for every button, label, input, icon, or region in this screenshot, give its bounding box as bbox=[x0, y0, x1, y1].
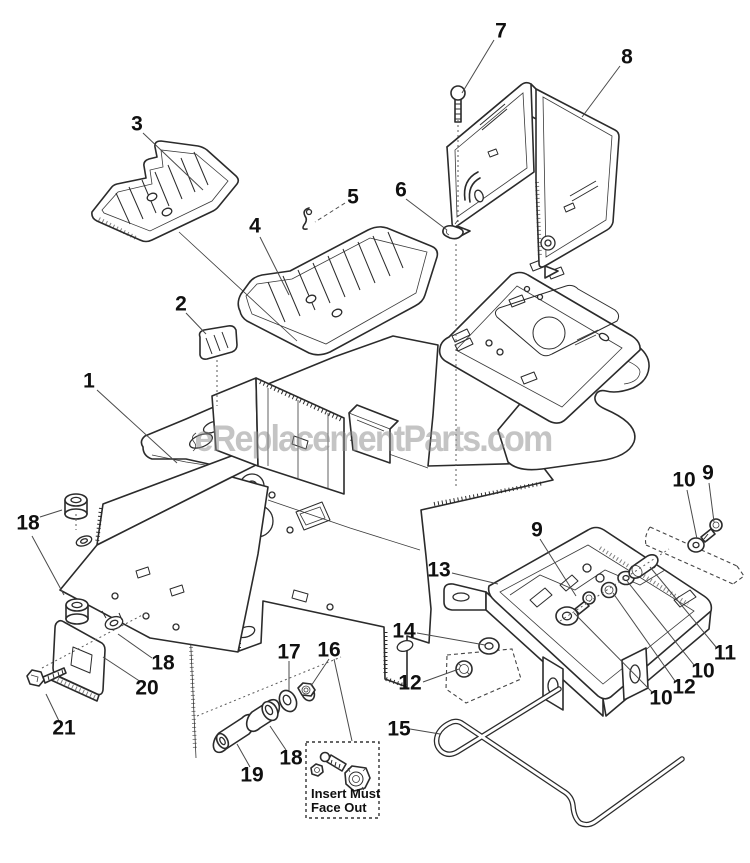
callout-20: 20 bbox=[135, 677, 158, 700]
callout-10b: 10 bbox=[691, 660, 714, 683]
part-bolt-21 bbox=[26, 667, 67, 687]
part-bushing-18 bbox=[245, 698, 281, 733]
hardware-top-right bbox=[644, 518, 745, 585]
callout-12b: 12 bbox=[672, 676, 695, 699]
callout-1: 1 bbox=[83, 370, 95, 393]
callout-labels: 7 8 3 5 6 4 2 1 18 10 9 9 13 14 12 18 20… bbox=[16, 20, 736, 787]
part-clip-5 bbox=[302, 207, 313, 230]
callout-8: 8 bbox=[621, 46, 633, 69]
callout-5: 5 bbox=[347, 186, 359, 209]
callout-2: 2 bbox=[175, 293, 187, 316]
callout-4: 4 bbox=[249, 215, 261, 238]
part-clip-6 bbox=[442, 219, 464, 240]
callout-15: 15 bbox=[387, 718, 411, 741]
callout-17: 17 bbox=[277, 641, 300, 664]
callout-14: 14 bbox=[392, 620, 416, 643]
part-grommet-18-mid bbox=[65, 598, 89, 625]
part-washer-17 bbox=[278, 689, 298, 713]
part-pad-2 bbox=[198, 325, 238, 360]
hardware-bottom-left-of-bracket bbox=[445, 637, 522, 704]
callout-18c: 18 bbox=[279, 747, 303, 770]
frame-rear-platform bbox=[438, 258, 641, 424]
hardware-middle-row bbox=[555, 554, 659, 626]
callout-3: 3 bbox=[131, 113, 143, 136]
callout-12a: 12 bbox=[398, 672, 421, 695]
note-box-line2: Face Out bbox=[311, 800, 367, 815]
frame-tower-bracket bbox=[211, 377, 399, 495]
bushing-18-in-rail bbox=[101, 610, 124, 631]
callout-6: 6 bbox=[395, 179, 407, 202]
part-bolt-7 bbox=[450, 85, 466, 123]
callout-9b: 9 bbox=[531, 519, 543, 542]
note-box-line1: Insert Must bbox=[311, 786, 381, 801]
note-box: Insert Must Face Out bbox=[305, 741, 381, 819]
part-nut-16 bbox=[297, 682, 316, 702]
callout-13: 13 bbox=[427, 559, 450, 582]
part-bracket-8 bbox=[446, 81, 620, 279]
callout-9a: 9 bbox=[702, 462, 714, 485]
callout-18a: 18 bbox=[16, 512, 40, 535]
part-rod-15 bbox=[433, 686, 685, 828]
callout-21: 21 bbox=[52, 717, 76, 740]
callout-7: 7 bbox=[495, 20, 507, 43]
callout-18b: 18 bbox=[151, 652, 175, 675]
part-plate-20 bbox=[50, 619, 106, 702]
note-box-illustration bbox=[310, 751, 371, 792]
leader-lines bbox=[31, 39, 717, 768]
callout-19: 19 bbox=[240, 764, 263, 787]
part-footrest-plate-left bbox=[91, 140, 240, 243]
part-seat-bracket-13 bbox=[443, 526, 713, 717]
frame-left-rail bbox=[59, 448, 269, 653]
callout-10c: 10 bbox=[649, 687, 672, 710]
callout-10a: 10 bbox=[672, 469, 695, 492]
callout-16: 16 bbox=[317, 639, 340, 662]
part-footrest-plate-right bbox=[237, 226, 439, 356]
callout-11: 11 bbox=[714, 642, 737, 665]
assembly-axis-lines bbox=[41, 120, 670, 717]
